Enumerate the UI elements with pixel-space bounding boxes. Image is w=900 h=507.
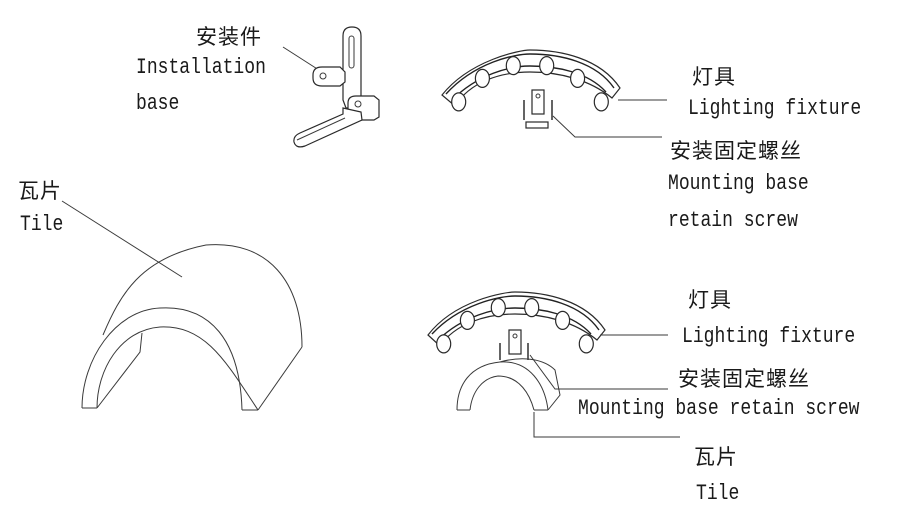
label-fixture-bottom-en: Lighting fixture xyxy=(682,324,856,349)
fixture-bottom-leds xyxy=(436,298,594,354)
led-lens xyxy=(554,310,571,330)
label-screw-top-cn: 安装固定螺丝 xyxy=(670,139,802,163)
fixture-bottom-drawing xyxy=(427,291,680,438)
label-fixture-top-cn: 灯具 xyxy=(692,65,736,89)
leader-installation-base xyxy=(282,46,323,73)
label-tile-left-en: Tile xyxy=(20,212,64,237)
leader-screw-bottom xyxy=(529,354,668,390)
bracket-lower-hole xyxy=(354,100,362,108)
leader-tile-bottom xyxy=(533,412,680,438)
led-lens xyxy=(459,310,475,330)
led-lens xyxy=(436,334,452,354)
fixture-bottom-mount xyxy=(508,329,522,355)
led-lens xyxy=(451,92,467,112)
bracket-foot xyxy=(293,107,363,148)
label-installation-base-en-2: base xyxy=(136,91,180,116)
led-lens xyxy=(524,298,540,318)
bracket-upper-hole xyxy=(319,72,327,80)
label-screw-bottom-en: Mounting base retain screw xyxy=(578,396,860,421)
label-screw-top-en-2: retain screw xyxy=(668,208,798,233)
led-lens xyxy=(505,55,521,76)
tile-bottom-outer xyxy=(456,361,549,411)
fixture-top-drawing xyxy=(441,49,667,138)
label-screw-bottom-cn: 安装固定螺丝 xyxy=(678,367,810,391)
label-screw-top-en-1: Mounting base xyxy=(668,171,809,196)
label-tile-bottom-en: Tile xyxy=(696,481,740,506)
fixture-top-body xyxy=(441,49,621,107)
label-fixture-bottom-cn: 灯具 xyxy=(688,288,732,312)
label-tile-bottom-cn: 瓦片 xyxy=(694,445,738,469)
led-lens xyxy=(593,92,609,112)
label-installation-base-cn: 安装件 xyxy=(196,25,262,49)
installation-base-bracket xyxy=(282,26,380,148)
leader-screw-top xyxy=(552,115,662,138)
tile-left-drawing xyxy=(61,200,303,411)
bracket-slot xyxy=(348,35,355,69)
bracket-upper-tab xyxy=(312,66,346,87)
led-lens xyxy=(539,55,555,76)
label-installation-base-en-1: Installation xyxy=(136,55,266,80)
label-fixture-top-en: Lighting fixture xyxy=(688,96,862,121)
fixture-top-mount xyxy=(531,89,545,115)
label-tile-left-cn: 瓦片 xyxy=(18,179,62,203)
led-lens xyxy=(569,68,586,89)
led-lens xyxy=(578,334,594,354)
led-lens xyxy=(474,68,490,89)
led-lens xyxy=(490,298,506,318)
fixture-top-leds xyxy=(451,55,609,112)
leader-tile-left xyxy=(61,200,183,278)
